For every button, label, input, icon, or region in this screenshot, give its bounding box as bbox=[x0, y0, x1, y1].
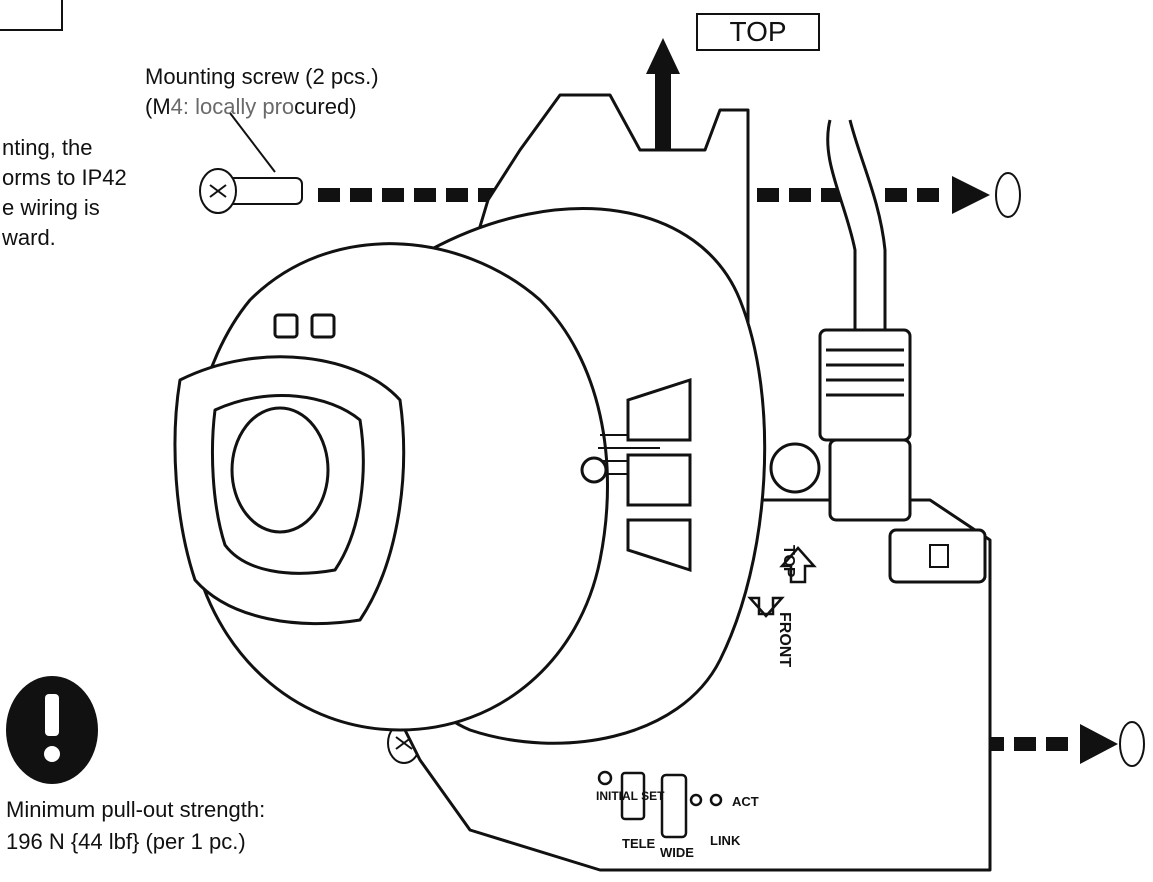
tele-wide-switch bbox=[660, 773, 688, 839]
top-label-box bbox=[696, 13, 820, 51]
caption-prefix: (M bbox=[145, 94, 171, 119]
control-panel bbox=[597, 770, 723, 839]
lower-hole-icon bbox=[1119, 721, 1145, 767]
network-cable bbox=[818, 119, 912, 522]
body-top-mark: TOP bbox=[780, 545, 797, 578]
top-arrow-icon bbox=[779, 546, 817, 584]
upper-dashed-line bbox=[318, 176, 990, 214]
upper-hole-icon bbox=[995, 172, 1021, 218]
exclamation-icon bbox=[6, 676, 98, 784]
direction-arrows bbox=[747, 546, 817, 618]
screw-caption-line1: Mounting screw (2 pcs.) bbox=[145, 64, 379, 89]
initial-set-led-icon bbox=[597, 770, 613, 786]
upper-screw-icon bbox=[199, 168, 303, 214]
warning-line1: Minimum pull-out strength: bbox=[6, 797, 266, 822]
body-front-mark: FRONT bbox=[776, 612, 793, 667]
clamp-knob-icon bbox=[769, 442, 821, 494]
lens-icon bbox=[230, 406, 330, 534]
link-led-icon bbox=[709, 793, 723, 807]
up-arrow-icon bbox=[646, 38, 680, 160]
top-label: TOP bbox=[729, 16, 787, 47]
tele-label: TELE bbox=[622, 836, 656, 851]
caption-gray: 4: locally pro bbox=[170, 94, 295, 119]
caption-leader-line bbox=[229, 112, 276, 173]
side-note-line: orms to IP42 bbox=[2, 165, 127, 190]
initial-set-label: INITIAL SET bbox=[596, 789, 665, 803]
screw-caption-line2: (M4: locally procured) bbox=[145, 92, 357, 122]
warning-line2: 196 N {44 lbf} (per 1 pc.) bbox=[6, 829, 246, 854]
caption-suffix: cured) bbox=[294, 94, 357, 119]
partial-frame bbox=[0, 0, 63, 31]
link-label: LINK bbox=[710, 833, 741, 848]
side-note-line: e wiring is bbox=[2, 195, 100, 220]
latch-slot-icon bbox=[929, 544, 949, 568]
ring-screw-icon bbox=[580, 456, 608, 484]
act-led-icon bbox=[689, 793, 703, 807]
led-window-icon bbox=[273, 313, 299, 339]
led-window-icon bbox=[310, 313, 336, 339]
cable-ridges bbox=[826, 348, 904, 397]
wide-label: WIDE bbox=[660, 845, 694, 860]
cable-connector bbox=[818, 328, 912, 442]
side-note-line: ward. bbox=[2, 225, 56, 250]
ring-grips bbox=[626, 377, 692, 573]
initial-set-button bbox=[620, 771, 646, 821]
front-arrow-icon bbox=[747, 596, 785, 618]
act-label: ACT bbox=[732, 794, 759, 809]
side-note-line: nting, the bbox=[2, 135, 93, 160]
